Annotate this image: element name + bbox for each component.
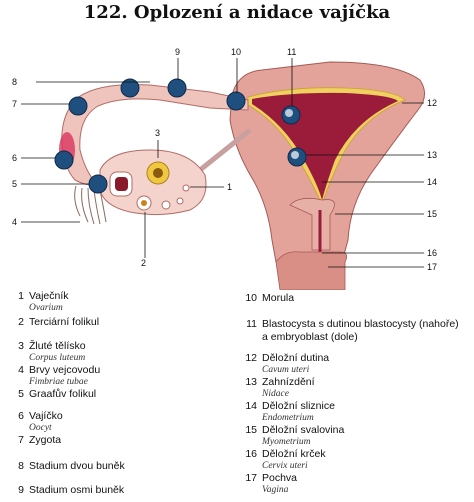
small-follicle xyxy=(161,200,171,210)
legend-number: 16 xyxy=(245,448,257,460)
legend-number: 6 xyxy=(18,410,24,422)
leader-lines xyxy=(21,58,424,268)
label-7: 7 xyxy=(12,99,17,109)
legend-number: 12 xyxy=(245,352,257,364)
label-12: 12 xyxy=(427,98,437,108)
legend-number: 7 xyxy=(18,434,24,446)
oocyte-cell xyxy=(54,150,74,170)
label-5: 5 xyxy=(12,179,17,189)
ovarian-ligament xyxy=(198,128,252,172)
morula-cell xyxy=(226,91,246,111)
legend-name: Děložní krček xyxy=(262,448,326,460)
cell-highlights xyxy=(285,109,299,159)
label-3: 3 xyxy=(155,128,160,138)
legend-number: 9 xyxy=(18,484,24,496)
legend-name: Děložní dutina xyxy=(262,352,330,364)
legend-right: 10 Morula 11 Blastocysta s dutinou blast… xyxy=(243,290,473,500)
legend-name: Zygota xyxy=(29,434,62,446)
tertiary-follicle-oocyte xyxy=(141,200,147,206)
legend-number: 5 xyxy=(18,388,24,400)
legend-latin: Myometrium xyxy=(262,437,311,447)
label-2: 2 xyxy=(141,258,146,268)
follicle-fluid xyxy=(115,177,128,191)
legend-number: 11 xyxy=(246,318,257,330)
legend-name: Brvy vejcovodu xyxy=(29,364,101,376)
legend-number: 15 xyxy=(245,424,257,436)
small-follicle xyxy=(182,184,190,192)
label-16: 16 xyxy=(427,248,437,258)
page-title: 122. Oplození a nidace vajíčka xyxy=(83,2,391,23)
legend-number: 3 xyxy=(18,340,24,352)
legend-number: 17 xyxy=(245,472,257,484)
legend-latin: Cervix uteri xyxy=(262,461,308,471)
graafian-oocyte-cell xyxy=(88,174,108,194)
legend-latin: Cavum uteri xyxy=(262,365,310,375)
legend-name: Děložní sliznice xyxy=(262,400,335,412)
legend-number: 1 xyxy=(18,290,24,302)
cervix xyxy=(289,197,335,251)
label-10: 10 xyxy=(231,47,241,57)
label-4: 4 xyxy=(12,217,17,227)
label-13: 13 xyxy=(427,150,437,160)
legend-name: Děložní svalovina xyxy=(262,424,345,436)
legend-name: Vajíčko xyxy=(29,410,63,422)
legend-name: Stadium dvou buněk xyxy=(29,460,125,472)
legend-name: Morula xyxy=(262,292,295,304)
legend-name: Terciární folikul xyxy=(29,316,100,328)
legend-latin: Endometrium xyxy=(262,413,314,423)
label-9: 9 xyxy=(175,47,180,57)
legend-latin: Ovarium xyxy=(29,303,63,313)
corpus-luteum-core xyxy=(153,168,163,178)
two-cell-stage xyxy=(120,78,140,98)
label-17: 17 xyxy=(427,262,437,272)
uterus-diagram: 1 2 3 4 5 6 7 8 9 10 11 12 13 14 15 16 1… xyxy=(12,47,437,290)
legend-number: 14 xyxy=(245,400,257,412)
label-15: 15 xyxy=(427,209,437,219)
legend-name: Pochva xyxy=(262,472,298,484)
legend-number: 13 xyxy=(245,376,257,388)
legend-number: 4 xyxy=(18,364,24,376)
zygote-cell xyxy=(68,96,88,116)
legend-latin: Fimbriae tubae xyxy=(29,377,88,387)
legend-latin: Oocyt xyxy=(29,423,52,433)
vagina xyxy=(275,251,348,290)
label-1: 1 xyxy=(227,182,232,192)
legend-latin: Nidace xyxy=(262,389,289,399)
legend-name: Žluté tělísko xyxy=(29,340,86,352)
label-14: 14 xyxy=(427,177,437,187)
legend-latin: Corpus luteum xyxy=(29,353,86,363)
legend-number: 10 xyxy=(245,292,257,304)
legend-name: Blastocysta s dutinou blastocysty (nahoř… xyxy=(262,318,459,343)
label-8: 8 xyxy=(12,77,17,87)
legend-name: Graafův folikul xyxy=(29,388,97,400)
label-6: 6 xyxy=(12,153,17,163)
legend-name: Zahnízdění xyxy=(262,376,315,388)
label-11: 11 xyxy=(287,47,296,57)
small-follicle xyxy=(176,197,184,205)
legend-left: 1 Vaječník Ovarium 2 Terciární folikul 3… xyxy=(10,290,230,500)
legend-latin: Vagina xyxy=(262,485,289,495)
legend-name: Stadium osmi buněk xyxy=(29,484,125,496)
legend-number: 8 xyxy=(18,460,24,472)
legend-number: 2 xyxy=(18,316,24,328)
eight-cell-stage xyxy=(167,78,187,98)
legend-name: Vaječník xyxy=(29,290,69,302)
